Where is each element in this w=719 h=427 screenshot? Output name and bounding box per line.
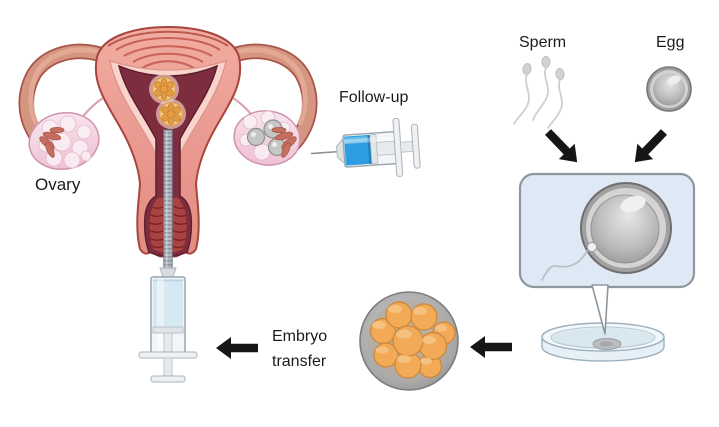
arrow-sperm-down-icon bbox=[544, 129, 578, 163]
sperm-label: Sperm bbox=[519, 34, 567, 51]
arrow-egg-down-icon bbox=[634, 129, 668, 163]
left-ovary bbox=[28, 112, 100, 170]
arrow-embryo-transfer-icon bbox=[216, 337, 258, 359]
uterine-follicles bbox=[149, 74, 186, 129]
embryo-cells bbox=[369, 301, 456, 379]
right-fimbriae bbox=[271, 127, 297, 158]
sperm-cells-icon bbox=[513, 56, 565, 129]
ovary-label: Ovary bbox=[35, 175, 81, 194]
arrow-dish-to-embryo-icon bbox=[470, 336, 512, 358]
fertilized-egg-icon bbox=[541, 182, 672, 281]
left-fimbriae bbox=[39, 127, 65, 158]
callout-pointer bbox=[591, 284, 609, 335]
egg-label: Egg bbox=[656, 34, 685, 51]
follow-up-label: Follow-up bbox=[339, 89, 409, 106]
fertilization-box-icon bbox=[518, 172, 696, 289]
petri-dish-icon bbox=[541, 322, 665, 362]
egg-cell-icon bbox=[646, 66, 692, 112]
embryo-transfer-label: Embryo transfer bbox=[272, 328, 328, 370]
embryo-morula-icon bbox=[359, 291, 459, 391]
ovary-egg-follicles bbox=[246, 119, 287, 157]
transfer-syringe bbox=[138, 267, 198, 383]
follow-up-syringe-icon bbox=[310, 117, 421, 177]
uterus-ovaries-illustration bbox=[18, 25, 318, 383]
transfer-catheter bbox=[163, 129, 173, 269]
fundus-striations bbox=[107, 30, 229, 69]
